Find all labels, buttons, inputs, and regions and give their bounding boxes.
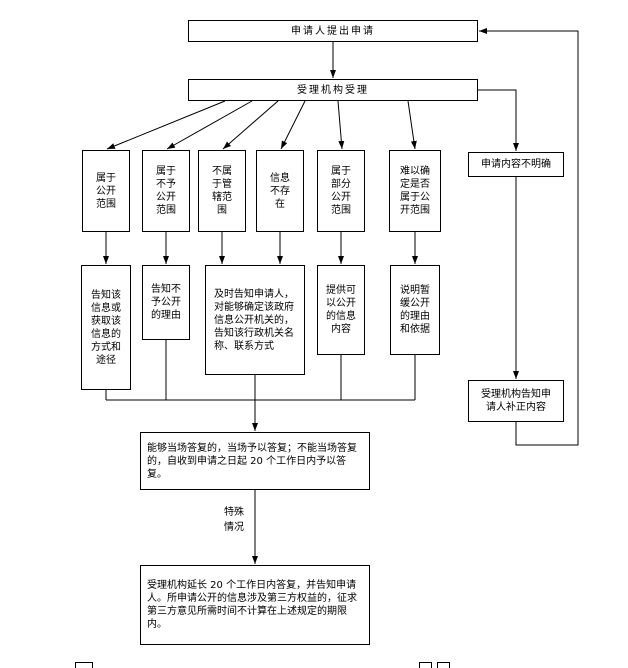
node-branch-no-jurisdiction: 不属于管辖范围 — [198, 150, 246, 232]
node-branch-public-scope: 属于公开范围 — [82, 150, 130, 232]
node-branch-partial-public: 属于部分公开范围 — [317, 150, 365, 232]
cutoff-box — [419, 662, 432, 668]
node-result-inform-access-method: 告知该信息或获取该信息的方式和途径 — [81, 265, 131, 390]
node-branch-info-not-exist: 信息不存在 — [256, 150, 304, 232]
node-extended-reply: 受理机构延长 20 个工作日内答复，并告知申请人。所申请公开的信息涉及第三方权益… — [140, 565, 370, 645]
node-result-inform-nondisclosure-reason: 告知不予公开的理由 — [142, 265, 190, 340]
node-result-inform-competent-agency: 及时告知申请人，对能够确定该政府信息公开机关的，告知该行政机关名称、联系方式 — [205, 265, 305, 375]
node-result-provide-public-content: 提供可以公开的信息内容 — [317, 265, 365, 355]
node-branch-non-public: 属于不予公开范围 — [142, 150, 190, 232]
node-result-explain-postpone-reason: 说明暂缓公开的理由和依据 — [390, 265, 440, 355]
label-special-case: 特殊情况 — [224, 507, 244, 533]
cutoff-box — [437, 662, 450, 668]
node-answer-deadline: 能够当场答复的，当场予以答复；不能当场答复的，自收到申请之日起 20 个工作日内… — [140, 432, 370, 490]
node-branch-content-unclear: 申请内容不明确 — [468, 152, 564, 177]
node-accept: 受理机构受理 — [188, 79, 478, 101]
node-branch-hard-to-determine: 难以确定是否属于公开范围 — [389, 150, 441, 232]
cutoff-box — [75, 662, 93, 668]
node-apply: 申请人提出申请 — [188, 20, 478, 42]
node-result-notify-supplement: 受理机构告知申请人补正内容 — [468, 380, 564, 422]
